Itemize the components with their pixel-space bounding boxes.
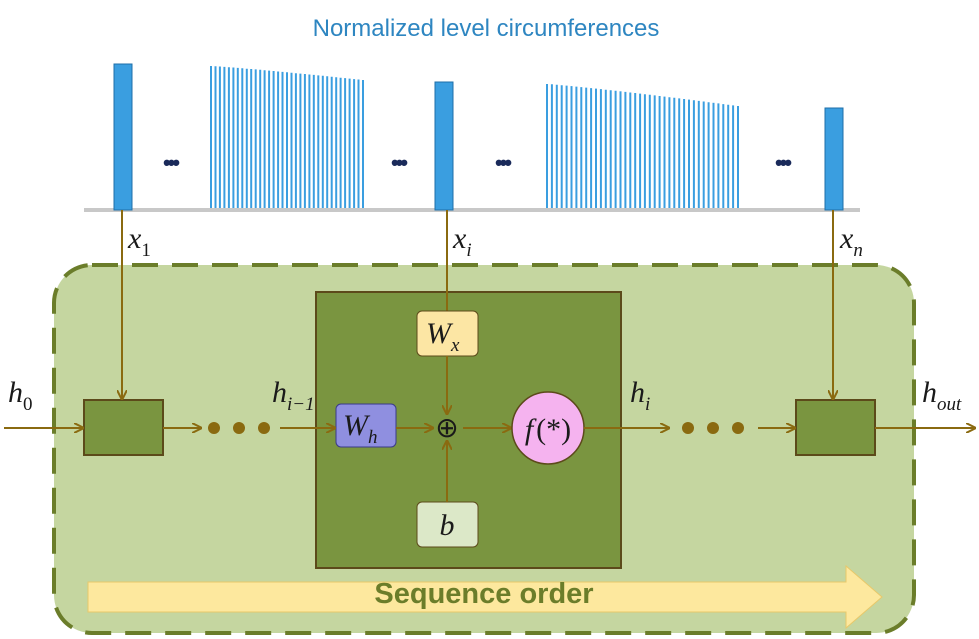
label-wh: Wh [343,409,378,448]
label-x1: x1 [127,222,151,261]
bar-xn [824,107,844,211]
label-wx: Wx [426,317,460,356]
bar-xi [434,81,454,211]
label-bias: b [440,509,455,542]
ellipsis-bars-4: ••• [775,150,791,175]
sequence-order-arrow [87,564,883,630]
activation-label: f(*) [525,413,571,446]
cell-box-first [83,399,164,456]
label-h-out: hout [922,376,962,415]
thin-bar-group-1 [210,66,364,208]
plus-operator: ⊕ [435,413,458,444]
label-h-i: hi [630,376,650,415]
ellipsis-bars-3: ••• [495,150,511,175]
thin-bar-group-2 [546,84,739,208]
ellipsis-bars-2: ••• [391,150,407,175]
wh-box [335,403,397,448]
label-xi: xi [452,222,472,261]
ellipsis-bars-1: ••• [163,150,179,175]
label-xn: xn [839,222,863,261]
sequence-order-label: Sequence order [374,578,593,610]
bar-strip: ••• ••• ••• ••• [84,63,860,212]
ellipsis-right [682,422,744,434]
ellipsis-left [208,422,270,434]
label-h0: h0 [8,376,33,415]
cell-box-last [795,399,876,456]
label-h-prev: hi−1 [272,376,315,415]
bar-x1 [113,63,133,211]
chart-title: Normalized level circumferences [313,15,660,42]
